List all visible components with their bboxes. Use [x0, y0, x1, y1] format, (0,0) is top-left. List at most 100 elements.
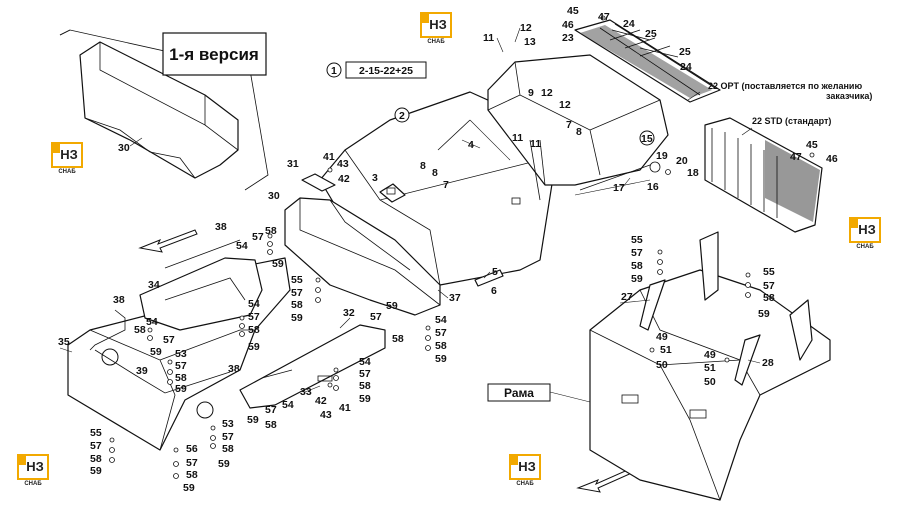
label-11-top: 11 — [483, 32, 494, 44]
logo-5: НЗ СНАБ — [509, 454, 541, 487]
label-9: 9 — [528, 87, 534, 99]
label-54-b: 54 — [248, 298, 260, 310]
label-38-mid: 38 — [113, 294, 125, 306]
label-58-i: 58 — [265, 419, 277, 431]
label-57-g: 57 — [435, 327, 447, 339]
label-59-n: 59 — [758, 308, 770, 320]
label-58-f: 58 — [392, 333, 404, 345]
logo-3-big: НЗ — [858, 222, 876, 237]
label-38-bottom: 38 — [228, 363, 240, 375]
label-59-i: 59 — [247, 414, 259, 426]
logo-2: НЗ СНАБ — [420, 12, 452, 45]
label-4: 4 — [468, 139, 474, 151]
label-28: 28 — [762, 357, 774, 369]
label-55-b: 55 — [90, 427, 102, 439]
logo-1-small: СНАБ — [58, 169, 76, 175]
part-labels: 11 12 13 45 46 47 23 24 25 25 24 9 12 12… — [58, 5, 838, 494]
label-57-m: 57 — [631, 247, 643, 259]
note-22-opt-2: заказчика) — [826, 91, 872, 101]
label-59-h: 59 — [359, 393, 371, 405]
label-57-e: 57 — [175, 360, 187, 372]
logo-2-big: НЗ — [429, 17, 447, 32]
label-58-b: 58 — [291, 299, 303, 311]
rods — [89, 119, 651, 394]
label-51-b: 51 — [704, 362, 716, 374]
label-11-low: 11 — [530, 138, 541, 150]
hinge-plate-31 — [301, 173, 336, 192]
label-49-a: 49 — [656, 331, 668, 343]
label-39: 39 — [136, 365, 148, 377]
label-11-mid: 11 — [512, 132, 523, 144]
label-18: 18 — [687, 167, 699, 179]
logo-1-big: НЗ — [60, 147, 78, 162]
label-58-h: 58 — [359, 380, 371, 392]
label-50-b: 50 — [704, 376, 716, 388]
label-58-a: 58 — [265, 225, 277, 237]
label-31: 31 — [287, 158, 299, 170]
logo-3: НЗ СНАБ — [849, 217, 881, 250]
label-57-b: 57 — [291, 287, 303, 299]
label-54-d: 54 — [435, 314, 447, 326]
label-25-mid: 25 — [679, 46, 691, 58]
label-53-b: 53 — [222, 418, 234, 430]
label-45-right: 45 — [806, 139, 818, 151]
frame-label: Рама — [504, 386, 534, 400]
assembly-ref: 1 2-15-22+25 — [326, 61, 427, 79]
label-12-mid: 12 — [541, 87, 553, 99]
bar-32 — [239, 324, 386, 409]
label-30-main: 30 — [268, 190, 280, 202]
label-58-c: 58 — [248, 324, 260, 336]
frame — [589, 231, 831, 501]
label-23: 23 — [562, 32, 574, 44]
fastener-stacks — [109, 15, 815, 479]
label-42-top: 42 — [338, 173, 350, 185]
label-24-top: 24 — [623, 18, 635, 30]
label-54-f: 54 — [282, 399, 294, 411]
label-57-c: 57 — [248, 311, 260, 323]
label-59-e: 59 — [175, 383, 187, 395]
label-59-j: 59 — [218, 458, 230, 470]
label-8-b: 8 — [432, 167, 438, 179]
logo-4: НЗ СНАБ — [17, 454, 49, 487]
label-57-h: 57 — [359, 368, 371, 380]
label-8-a: 8 — [420, 160, 426, 172]
label-37: 37 — [449, 292, 461, 304]
label-59-l: 59 — [183, 482, 195, 494]
label-17: 17 — [613, 182, 625, 194]
label-59-c: 59 — [248, 341, 260, 353]
leader-lines — [59, 27, 761, 393]
label-54-a: 54 — [236, 240, 248, 252]
title-text: 1-я версия — [169, 45, 259, 64]
label-5: 5 — [492, 266, 498, 278]
label-47-top: 47 — [598, 11, 610, 23]
label-34: 34 — [148, 279, 160, 291]
label-24-mid: 24 — [680, 61, 692, 73]
label-13: 13 — [524, 36, 536, 48]
label-33: 33 — [300, 386, 312, 398]
label-58-k: 58 — [90, 453, 102, 465]
label-19: 19 — [656, 150, 668, 162]
label-20: 20 — [676, 155, 688, 167]
label-54-e: 54 — [359, 356, 371, 368]
label-58-e: 58 — [175, 372, 187, 384]
inset-version1: 1-я версия 30 — [59, 29, 269, 191]
radiator-frame: 15 — [487, 54, 669, 196]
label-51-a: 51 — [660, 344, 672, 356]
label-15: 15 — [641, 133, 653, 145]
logo-5-big: НЗ — [518, 459, 536, 474]
label-46-top: 46 — [562, 19, 574, 31]
label-59-d: 59 — [150, 346, 162, 358]
latch-3 — [379, 183, 406, 203]
label-30-inset: 30 — [118, 142, 130, 154]
grille-std — [704, 117, 823, 233]
label-58-d: 58 — [134, 324, 146, 336]
logo-1: НЗ СНАБ — [51, 142, 83, 175]
label-27: 27 — [621, 291, 633, 303]
label-57-j: 57 — [222, 431, 234, 443]
logo-4-small: СНАБ — [24, 481, 42, 487]
label-59-a: 59 — [272, 258, 284, 270]
handle-5 — [474, 269, 504, 287]
label-43-bottom: 43 — [320, 409, 332, 421]
label-1: 1 — [331, 65, 337, 77]
label-45-top: 45 — [567, 5, 579, 17]
